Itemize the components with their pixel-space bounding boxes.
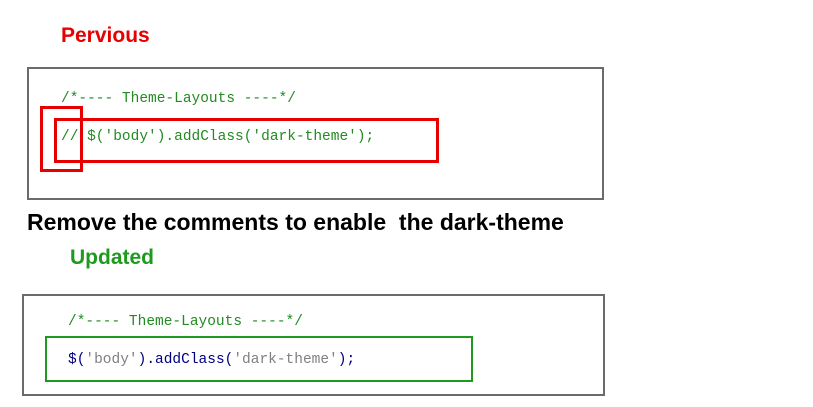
updated-code-line: $('body').addClass('dark-theme'); [68,351,355,369]
code-token-addclass: ).addClass( [137,352,234,368]
previous-code-line: // $('body').addClass('dark-theme'); [61,129,375,145]
previous-code-box: /*---- Theme-Layouts ----*/ // $('body')… [27,67,604,200]
code-token-jquery-open: $( [68,352,86,368]
updated-code-box: /*---- Theme-Layouts ----*/ $('body').ad… [22,294,605,396]
previous-line-highlight [54,118,439,163]
previous-heading: Pervious [61,24,150,47]
code-token-dark-theme-string: 'dark-theme' [233,352,338,368]
updated-heading: Updated [70,246,154,269]
instruction-text: Remove the comments to enable the dark-t… [27,209,564,235]
code-token-close: ); [337,352,356,368]
comment-slashes-highlight [40,106,83,172]
code-token-body-string: 'body' [85,352,138,368]
updated-comment-line: /*---- Theme-Layouts ----*/ [68,314,303,330]
previous-comment-line: /*---- Theme-Layouts ----*/ [61,91,296,107]
updated-line-highlight [45,336,473,382]
